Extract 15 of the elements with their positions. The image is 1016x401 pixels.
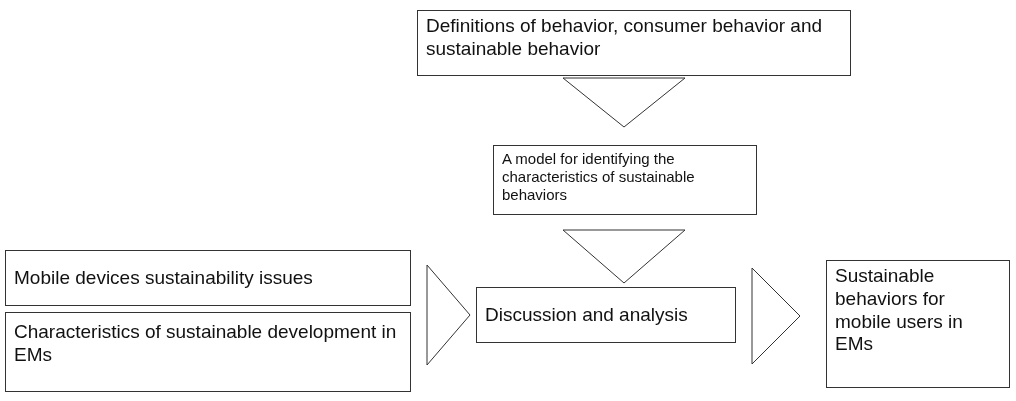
box-label: A model for identifying the characteristics of sustainable behaviors bbox=[502, 150, 696, 204]
arrow bbox=[751, 267, 801, 365]
arrow bbox=[562, 77, 686, 128]
text-box bbox=[5, 312, 411, 392]
arrow bbox=[562, 229, 686, 284]
box-label: Characteristics of sustainable development in EMs bbox=[14, 321, 398, 367]
text-box bbox=[493, 145, 757, 215]
text-box bbox=[5, 250, 411, 306]
box-label: Mobile devices sustainability issues bbox=[14, 266, 313, 290]
text-box bbox=[476, 287, 736, 343]
arrow bbox=[426, 264, 471, 366]
box-label: Discussion and analysis bbox=[485, 303, 688, 327]
text-box bbox=[826, 260, 1010, 388]
box-label: Sustainable behaviors for mobile users in EMs bbox=[835, 265, 964, 357]
box-label: Definitions of behavior, consumer behavior and sustainable behavior bbox=[426, 15, 824, 61]
